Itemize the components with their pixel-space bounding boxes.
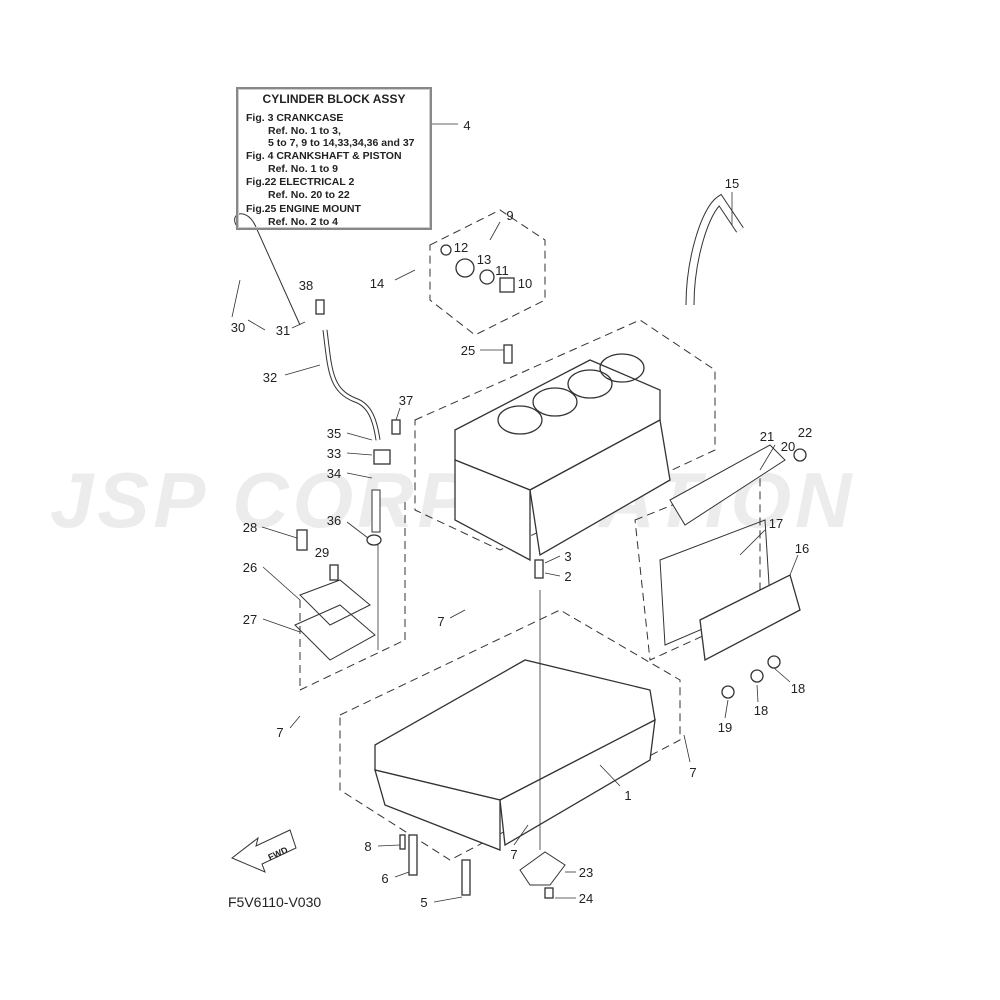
legend-box: CYLINDER BLOCK ASSY Fig. 3 CRANKCASE Ref… bbox=[236, 87, 432, 230]
callout: 10 bbox=[518, 276, 532, 291]
callout: 34 bbox=[327, 466, 341, 481]
callout: 37 bbox=[399, 393, 413, 408]
callout: 17 bbox=[769, 516, 783, 531]
callout: 7 bbox=[510, 847, 517, 862]
callout: 27 bbox=[243, 612, 257, 627]
legend-line: Fig.22 ELECTRICAL 2 bbox=[246, 175, 355, 188]
callout: 14 bbox=[370, 276, 384, 291]
callout: 25 bbox=[461, 343, 475, 358]
bolts bbox=[296, 244, 807, 899]
leader-lines bbox=[231, 123, 799, 903]
callout: 11 bbox=[495, 263, 509, 278]
callout: 35 bbox=[327, 426, 341, 441]
legend-line: Fig.25 ENGINE MOUNT bbox=[246, 203, 361, 216]
callout: 9 bbox=[506, 208, 513, 223]
callout: 21 bbox=[760, 429, 774, 444]
callout: 8 bbox=[364, 839, 371, 854]
legend-line: Ref. No. 2 to 4 bbox=[268, 216, 339, 229]
callout: 26 bbox=[243, 560, 257, 575]
crankcase-outline bbox=[339, 609, 681, 861]
legend-title: CYLINDER BLOCK ASSY bbox=[262, 92, 406, 106]
plate-21 bbox=[669, 444, 786, 526]
legend-line: Ref. No. 1 to 3, bbox=[268, 124, 341, 137]
callout: 2 bbox=[564, 569, 571, 584]
cover-16 bbox=[699, 574, 801, 662]
callout: 13 bbox=[477, 252, 491, 267]
pipe-36 bbox=[371, 489, 381, 533]
crankcase bbox=[374, 659, 656, 851]
callout: 20 bbox=[781, 439, 795, 454]
callout: 6 bbox=[381, 871, 388, 886]
callout: 7 bbox=[689, 765, 696, 780]
callout: 33 bbox=[327, 446, 341, 461]
group-9-outline bbox=[429, 209, 546, 336]
plate-26 bbox=[299, 579, 371, 626]
dipstick-30 bbox=[234, 213, 301, 326]
callout: 15 bbox=[725, 176, 739, 191]
legend-line: Fig. 4 CRANKSHAFT & PISTON bbox=[246, 150, 402, 163]
callout: 30 bbox=[231, 320, 245, 335]
guide-pipe-32 bbox=[322, 329, 381, 441]
fwd-arrow-icon bbox=[231, 829, 297, 873]
callout: 24 bbox=[579, 891, 593, 906]
callout: 16 bbox=[795, 541, 809, 556]
callout: 1 bbox=[624, 788, 631, 803]
callout: 32 bbox=[263, 370, 277, 385]
diagram-code: F5V6110-V030 bbox=[228, 894, 321, 910]
callout: 23 bbox=[579, 865, 593, 880]
callout-labels: 4 15 9 12 13 11 10 14 38 30 31 25 32 37 … bbox=[231, 118, 812, 910]
legend-line: Fig. 3 CRANKCASE bbox=[246, 111, 344, 124]
gasket-27 bbox=[294, 604, 376, 661]
callout: 12 bbox=[454, 240, 468, 255]
callout: 7 bbox=[276, 725, 283, 740]
callout: 7 bbox=[437, 614, 444, 629]
callout: 22 bbox=[798, 425, 812, 440]
callout: 18 bbox=[754, 703, 768, 718]
callout: 31 bbox=[276, 323, 290, 338]
callout: 29 bbox=[315, 545, 329, 560]
callout: 5 bbox=[420, 895, 427, 910]
callout: 3 bbox=[564, 549, 571, 564]
cylinder-block-outline bbox=[414, 319, 716, 551]
bracket-23 bbox=[519, 851, 566, 886]
callout: 18 bbox=[791, 681, 805, 696]
callout: 4 bbox=[463, 118, 470, 133]
legend-line: Ref. No. 20 to 22 bbox=[268, 188, 350, 201]
legend-line: Ref. No. 1 to 9 bbox=[268, 162, 339, 175]
callout: 28 bbox=[243, 520, 257, 535]
callout: 19 bbox=[718, 720, 732, 735]
legend-line: 5 to 7, 9 to 14,33,34,36 and 37 bbox=[268, 137, 415, 150]
cylinder-block bbox=[454, 353, 671, 562]
callout: 38 bbox=[299, 278, 313, 293]
callout: 36 bbox=[327, 513, 341, 528]
